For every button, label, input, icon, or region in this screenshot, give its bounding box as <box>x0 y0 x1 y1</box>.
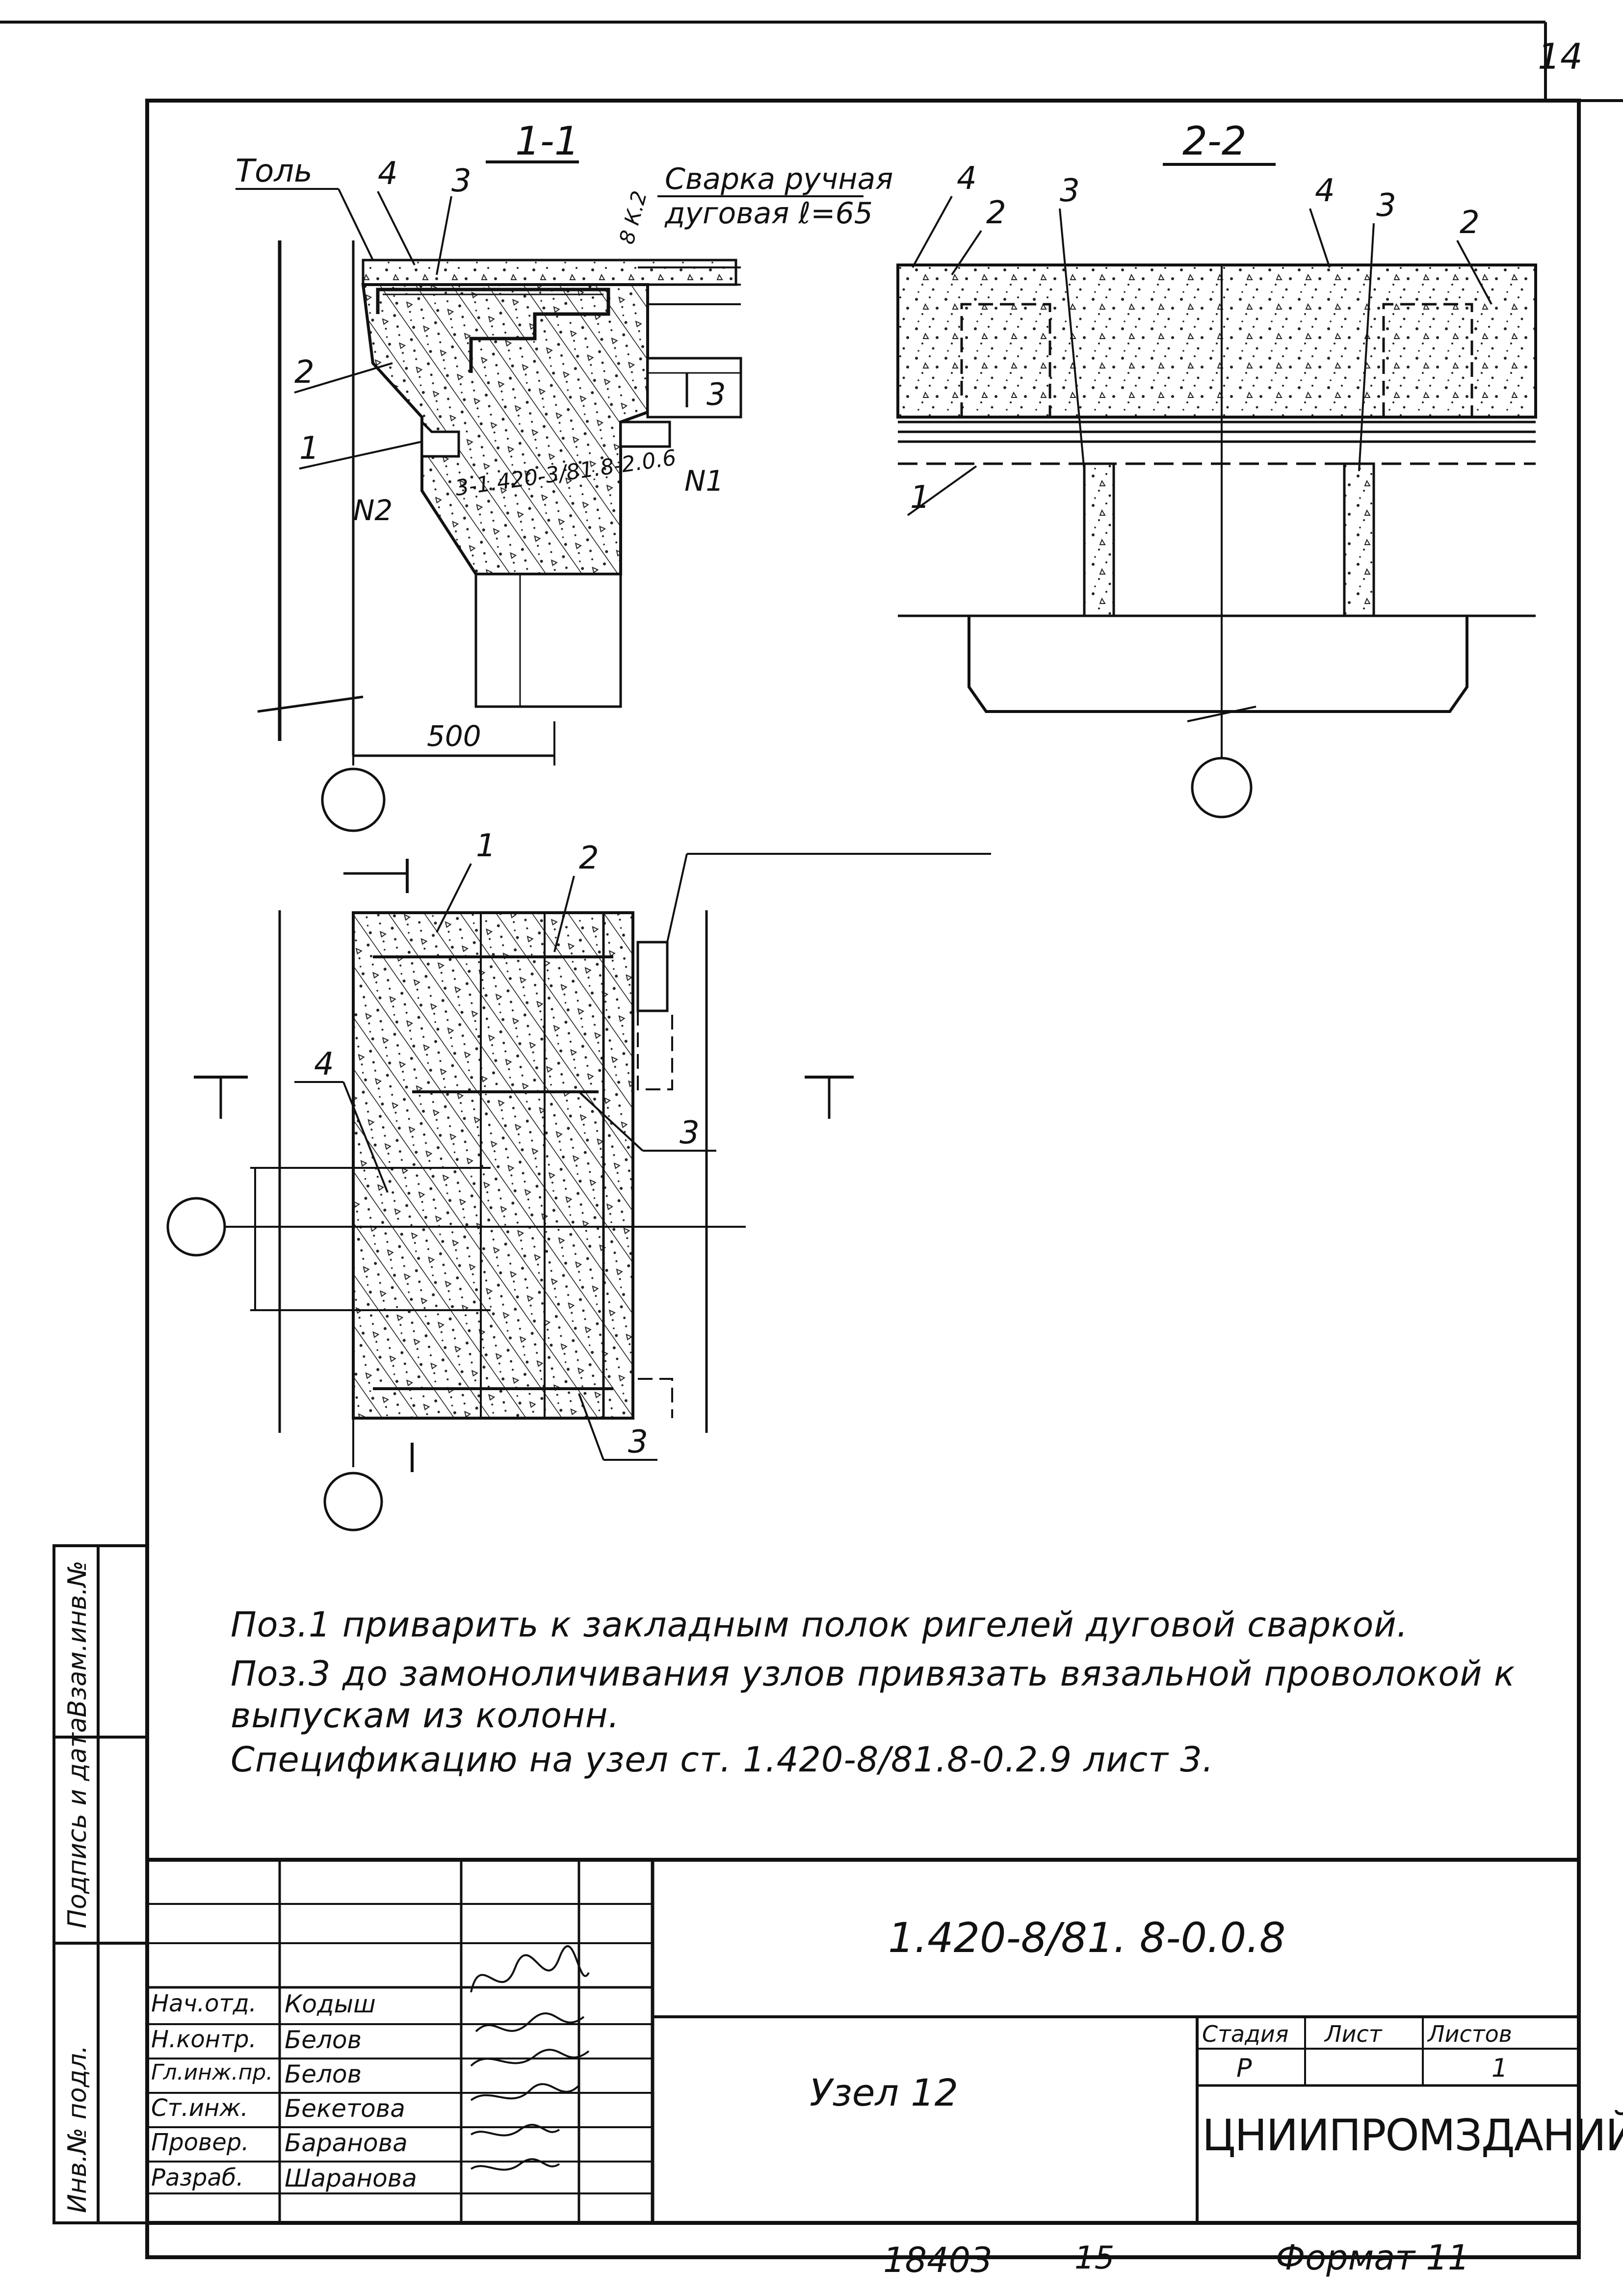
role-4: Провер. <box>151 2129 249 2156</box>
stage-value: Р <box>1236 2054 1252 2083</box>
name-4: Баранова <box>285 2129 408 2157</box>
page-number: 14 <box>1538 36 1583 77</box>
label-pos-2-s22-right: 2 <box>1460 205 1480 241</box>
doc-code: 1.420-8/81. 8-0.0.8 <box>888 1914 1286 1962</box>
label-weld-k: 8 К.2 <box>614 188 652 247</box>
sheet-header: Лист <box>1325 2021 1382 2047</box>
section-1-1-title: 1-1 <box>515 118 579 164</box>
footer-copy-no: 15 <box>1074 2240 1115 2276</box>
role-3: Ст.инж. <box>151 2094 248 2122</box>
footer-order-no: 18403 <box>883 2240 993 2280</box>
node-title: Узел 12 <box>810 2071 958 2114</box>
label-pos-3-plan-lower: 3 <box>628 1424 648 1460</box>
label-pos-1-plan: 1 <box>476 828 496 864</box>
label-weld-2: дуговая ℓ=65 <box>664 196 873 231</box>
name-5: Шаранова <box>285 2164 417 2192</box>
role-0: Нач.отд. <box>151 1990 257 2017</box>
label-pos-4-s22-right: 4 <box>1315 173 1335 209</box>
side-stamp-podpis: Подпись и дата <box>63 1717 92 1928</box>
side-stamp-inv: Инв.№ подл. <box>63 2045 92 2213</box>
label-pos-4-s11: 4 <box>378 156 398 192</box>
role-5: Разраб. <box>151 2164 244 2191</box>
sheets-value: 1 <box>1492 2054 1508 2083</box>
footer-format: Формат 11 <box>1276 2238 1470 2278</box>
signatures <box>470 1945 590 2171</box>
label-n1-s11: N1 <box>684 464 724 498</box>
label-pos-1-s11: 1 <box>299 430 319 467</box>
note-line-1: Поз.1 приварить к закладным полок ригеле… <box>231 1605 1409 1645</box>
axis-bubble-plan-bottom <box>323 1472 383 1531</box>
label-tol: Толь <box>236 153 313 189</box>
label-pos-2-s11: 2 <box>294 354 314 391</box>
label-pos-4-plan: 4 <box>314 1046 334 1082</box>
axis-bubble-s11 <box>321 767 386 832</box>
axis-bubble-plan-left <box>166 1197 226 1257</box>
label-pos-4-s22-left: 4 <box>957 160 977 197</box>
sheets-header: Листов <box>1428 2021 1512 2047</box>
label-n2-s11: N2 <box>353 494 393 527</box>
note-line-3: выпускам из колонн. <box>231 1695 620 1736</box>
note-line-2: Поз.3 до замоноличивания узлов привязать… <box>231 1654 1516 1694</box>
name-0: Кодыш <box>285 1990 376 2018</box>
title-block-frame <box>145 1858 1581 2225</box>
role-1: Н.контр. <box>151 2026 257 2053</box>
section-1-1: 1-1 500 Толь 4 3 <box>236 118 893 832</box>
axis-bubble-s22 <box>1191 757 1253 818</box>
organization: ЦНИИПРОМЗДАНИЙ <box>1202 2110 1623 2161</box>
label-weld-1: Сварка ручная <box>665 162 893 196</box>
dim-500: 500 <box>427 719 481 753</box>
name-2: Белов <box>285 2060 362 2088</box>
role-2: Гл.инж.пр. <box>151 2060 273 2085</box>
name-3: Бекетова <box>285 2094 405 2123</box>
stage-header: Стадия <box>1202 2021 1289 2047</box>
cut-3-marker: 3 <box>707 376 726 412</box>
label-pos-2-plan: 2 <box>579 840 599 876</box>
label-pos-2-s22-left: 2 <box>986 195 1006 231</box>
note-line-4: Спецификацию на узел ст. 1.420-8/81.8-0.… <box>231 1740 1214 1780</box>
label-pos-3-s22-right: 3 <box>1376 187 1396 224</box>
side-stamp-vzam: Взам.инв.№ <box>63 1560 92 1717</box>
label-pos-3-plan-upper-text: 3 <box>680 1115 700 1151</box>
label-pos-3-s22-left: 3 <box>1060 173 1080 209</box>
plan-view: 1 2 4 3 3 <box>166 828 991 1531</box>
section-2-2: 2-2 4 2 3 4 3 2 1 <box>896 118 1537 818</box>
label-pos-3-s11: 3 <box>451 163 471 199</box>
name-1: Белов <box>285 2026 362 2054</box>
label-pos-1-s22: 1 <box>910 479 930 516</box>
section-2-2-title: 2-2 <box>1182 118 1247 164</box>
